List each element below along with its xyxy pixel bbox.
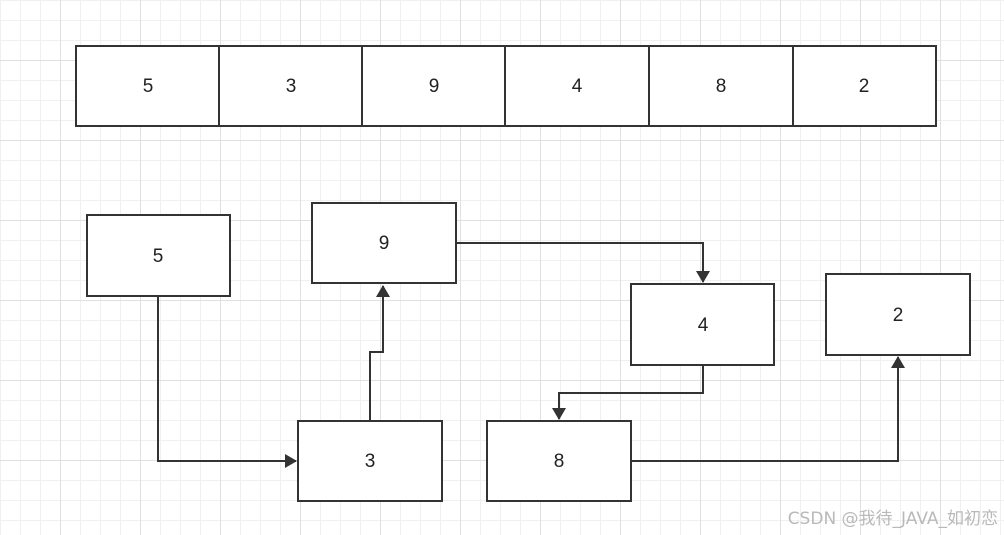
arrow-5-to-3 (157, 296, 297, 468)
node-label: 5 (153, 246, 164, 267)
node-box (86, 214, 231, 297)
node-box (825, 273, 971, 356)
node-label: 9 (379, 233, 390, 254)
array-cell-5: 2 (859, 76, 870, 97)
arrow-8-to-2 (631, 356, 905, 462)
node-box (486, 420, 632, 502)
array-row: 5 3 9 4 8 2 (75, 45, 937, 127)
arrow-3-to-9 (369, 285, 390, 420)
arrow-4-to-8 (552, 365, 704, 420)
node-8: 8 (486, 420, 632, 502)
node-label: 3 (365, 451, 376, 472)
node-2: 2 (825, 273, 971, 356)
node-box (311, 202, 457, 284)
node-4: 4 (630, 283, 775, 366)
node-box (297, 420, 443, 502)
array-cell-4: 8 (716, 76, 727, 97)
node-label: 2 (893, 305, 904, 326)
array-cell-1: 3 (286, 76, 297, 97)
watermark: CSDN @我待_JAVA_如初恋 (787, 509, 998, 529)
arrow-9-to-4 (456, 242, 710, 283)
node-5: 5 (86, 214, 231, 297)
node-label: 8 (554, 451, 565, 472)
array-cell-0: 5 (143, 76, 154, 97)
node-box (630, 283, 775, 366)
node-label: 4 (698, 315, 709, 336)
connectors (157, 242, 905, 468)
array-cell-2: 9 (429, 76, 440, 97)
node-3: 3 (297, 420, 443, 502)
array-cell-3: 4 (572, 76, 583, 97)
node-9: 9 (311, 202, 457, 284)
